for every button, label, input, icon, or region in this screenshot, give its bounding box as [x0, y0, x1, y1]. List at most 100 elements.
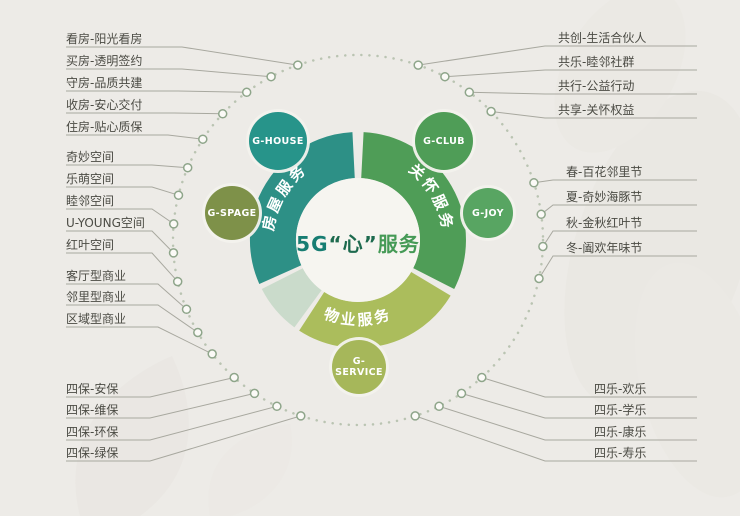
connector-line — [418, 45, 697, 66]
connector-line — [66, 377, 235, 398]
connector-node — [440, 71, 450, 82]
label-left-4: 住房-贴心质保 — [66, 120, 143, 134]
connector-node — [168, 248, 179, 258]
connector-line — [66, 186, 179, 196]
label-left-3: 收房-安心交付 — [66, 98, 143, 112]
connector-line — [533, 179, 697, 184]
connector-line — [66, 392, 255, 419]
connector-node — [529, 178, 539, 188]
connector-line — [461, 392, 697, 419]
label-right-6: 秋-金秋红叶节 — [566, 216, 643, 230]
badge-g-joy: G-JOY — [463, 188, 513, 238]
connector-line — [66, 304, 199, 333]
connector-line — [491, 111, 697, 119]
connector-line — [438, 405, 697, 441]
connector-node — [534, 273, 544, 284]
connector-line — [66, 326, 213, 355]
connector-node — [413, 60, 423, 70]
connector-node — [181, 304, 192, 315]
connector-line — [415, 415, 697, 462]
label-right-11: 四乐-寿乐 — [594, 446, 647, 460]
connector-node — [272, 401, 282, 412]
connector-line — [540, 204, 697, 215]
label-left-10: 客厅型商业 — [66, 269, 127, 283]
connector-line — [481, 377, 697, 398]
connector-node — [536, 209, 546, 220]
label-right-3: 共享-关怀权益 — [558, 103, 635, 117]
label-right-7: 冬-阖欢年味节 — [566, 241, 643, 255]
label-left-14: 四保-维保 — [66, 403, 119, 417]
connector-node — [477, 372, 487, 383]
connector-line — [538, 255, 697, 279]
label-left-2: 守房-品质共建 — [66, 76, 143, 90]
connector-node — [173, 190, 184, 200]
connector-node — [464, 87, 475, 98]
connector-node — [182, 162, 193, 173]
ring-segment-property — [299, 271, 451, 348]
connector-line — [444, 69, 697, 78]
label-left-15: 四保-环保 — [66, 425, 119, 439]
badge-g-house: G-HOUSE — [249, 112, 307, 170]
connector-node — [172, 276, 183, 287]
center-title-service: 服务 — [377, 232, 420, 256]
connector-node — [198, 134, 208, 144]
label-left-13: 四保-安保 — [66, 382, 119, 396]
connector-node — [296, 411, 306, 421]
label-right-1: 共乐-睦邻社群 — [558, 55, 635, 69]
label-left-12: 区域型商业 — [66, 312, 127, 326]
ring-segment-house — [249, 132, 356, 284]
label-left-1: 买房-透明签约 — [66, 54, 143, 68]
connector-line — [469, 91, 697, 95]
label-left-11: 邻里型商业 — [66, 290, 127, 304]
connector-node — [217, 109, 228, 119]
connector-node — [293, 60, 303, 70]
connector-line — [66, 252, 179, 282]
badge-g-spage: G-SPAGE — [205, 186, 259, 240]
connector-line — [66, 230, 174, 254]
watermark-flowers — [75, 0, 740, 516]
badge-g-service: G-SERVICE — [332, 340, 386, 394]
label-right-5: 夏-奇妙海豚节 — [566, 190, 643, 204]
label-right-0: 共创-生活合伙人 — [558, 31, 647, 45]
label-right-4: 春-百花邻里节 — [566, 165, 643, 179]
label-right-9: 四乐-学乐 — [594, 403, 647, 417]
label-left-16: 四保-绿保 — [66, 446, 119, 460]
ring-segment-pale — [261, 267, 323, 328]
connector-node — [207, 349, 217, 359]
badge-g-club: G-CLUB — [415, 112, 473, 170]
connector-line — [66, 283, 187, 310]
label-right-8: 四乐-欢乐 — [594, 382, 647, 396]
label-right-10: 四乐-康乐 — [594, 425, 647, 439]
label-left-8: U-YOUNG空间 — [66, 216, 145, 230]
connector-node — [193, 327, 203, 338]
connector-line — [66, 90, 247, 93]
center-title: 5G“心”服务 — [268, 228, 448, 256]
label-left-6: 乐萌空间 — [66, 172, 115, 186]
connector-node — [486, 106, 496, 117]
center-disc — [296, 178, 420, 302]
connector-line — [66, 134, 203, 140]
connector-line — [542, 230, 697, 247]
center-title-5g: 5G — [296, 232, 329, 256]
connector-line — [66, 68, 272, 78]
connector-node — [249, 388, 260, 399]
service-ring: 房屋服务 关怀服务 物业服务 — [249, 132, 466, 348]
connector-layer — [66, 45, 697, 462]
connector-line — [66, 164, 188, 169]
connector-node — [538, 241, 548, 252]
connector-line — [66, 415, 301, 462]
connector-line — [66, 208, 174, 225]
center-title-heart: “心” — [328, 232, 378, 256]
ring-segment-care — [360, 132, 466, 290]
connector-node — [266, 71, 276, 82]
connector-node — [434, 401, 444, 412]
label-left-9: 红叶空间 — [66, 238, 115, 252]
connector-node — [410, 411, 420, 421]
label-left-5: 奇妙空间 — [66, 150, 115, 164]
connector-node — [456, 388, 467, 399]
connector-line — [66, 46, 298, 66]
connector-line — [66, 405, 278, 441]
connector-node — [229, 372, 239, 383]
